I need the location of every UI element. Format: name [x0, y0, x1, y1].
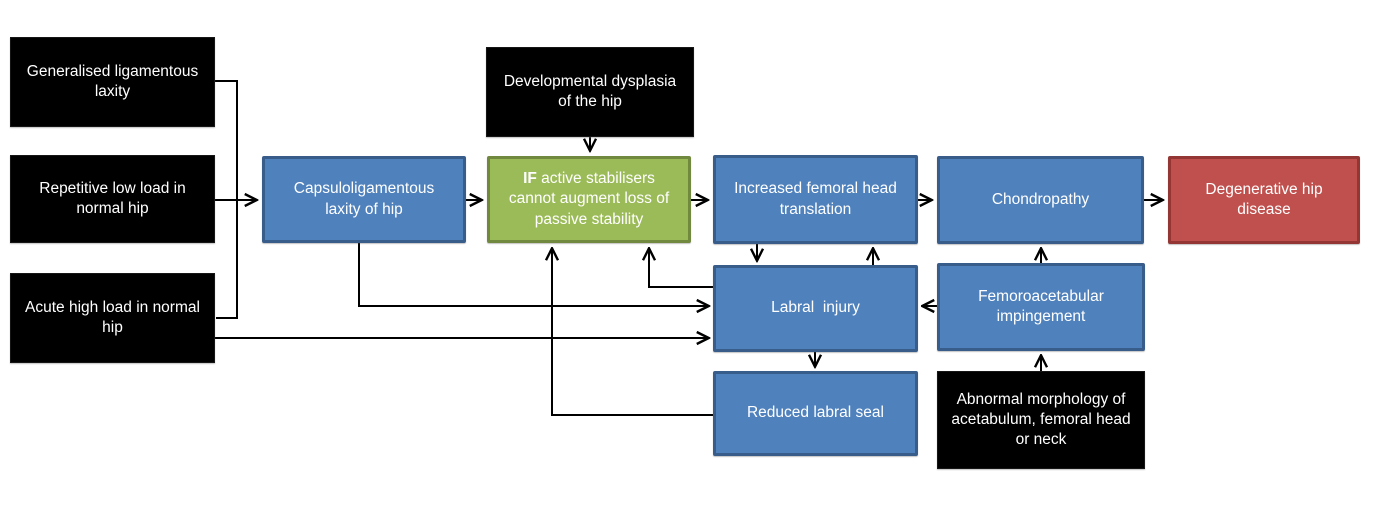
edge-capsuloligamentous-to-labral-injury [358, 243, 708, 306]
node-femoroacetabular-impingement: Femoroacetabular impingement [937, 263, 1145, 351]
node-capsuloligamentous-laxity: Capsuloligamentous laxity of hip [262, 156, 466, 243]
node-degenerative-hip-disease: Degenerative hip disease [1168, 156, 1360, 244]
node-labral-injury: Labral injury [713, 265, 918, 352]
node-acute-high-load: Acute high load in normal hip [10, 273, 215, 363]
node-developmental-dysplasia: Developmental dysplasia of the hip [486, 47, 694, 137]
node-abnormal-morphology: Abnormal morphology of acetabulum, femor… [937, 371, 1145, 469]
node-reduced-labral-seal: Reduced labral seal [713, 371, 918, 456]
node-chondropathy: Chondropathy [937, 156, 1144, 244]
edge-labral-injury-to-active-stabilisers [649, 249, 713, 288]
node-generalised-ligamentous-laxity: Generalised ligamentous laxity [10, 37, 215, 127]
node-increased-femoral-head-translation: Increased femoral head translation [713, 155, 918, 244]
active-stabilisers-label: IF active stabilisers cannot augment los… [508, 170, 674, 228]
node-active-stabilisers-condition: IF active stabilisers cannot augment los… [487, 156, 691, 243]
edge-labral-seal-to-active-stabilisers [552, 249, 713, 416]
node-repetitive-low-load: Repetitive low load in normal hip [10, 155, 215, 243]
